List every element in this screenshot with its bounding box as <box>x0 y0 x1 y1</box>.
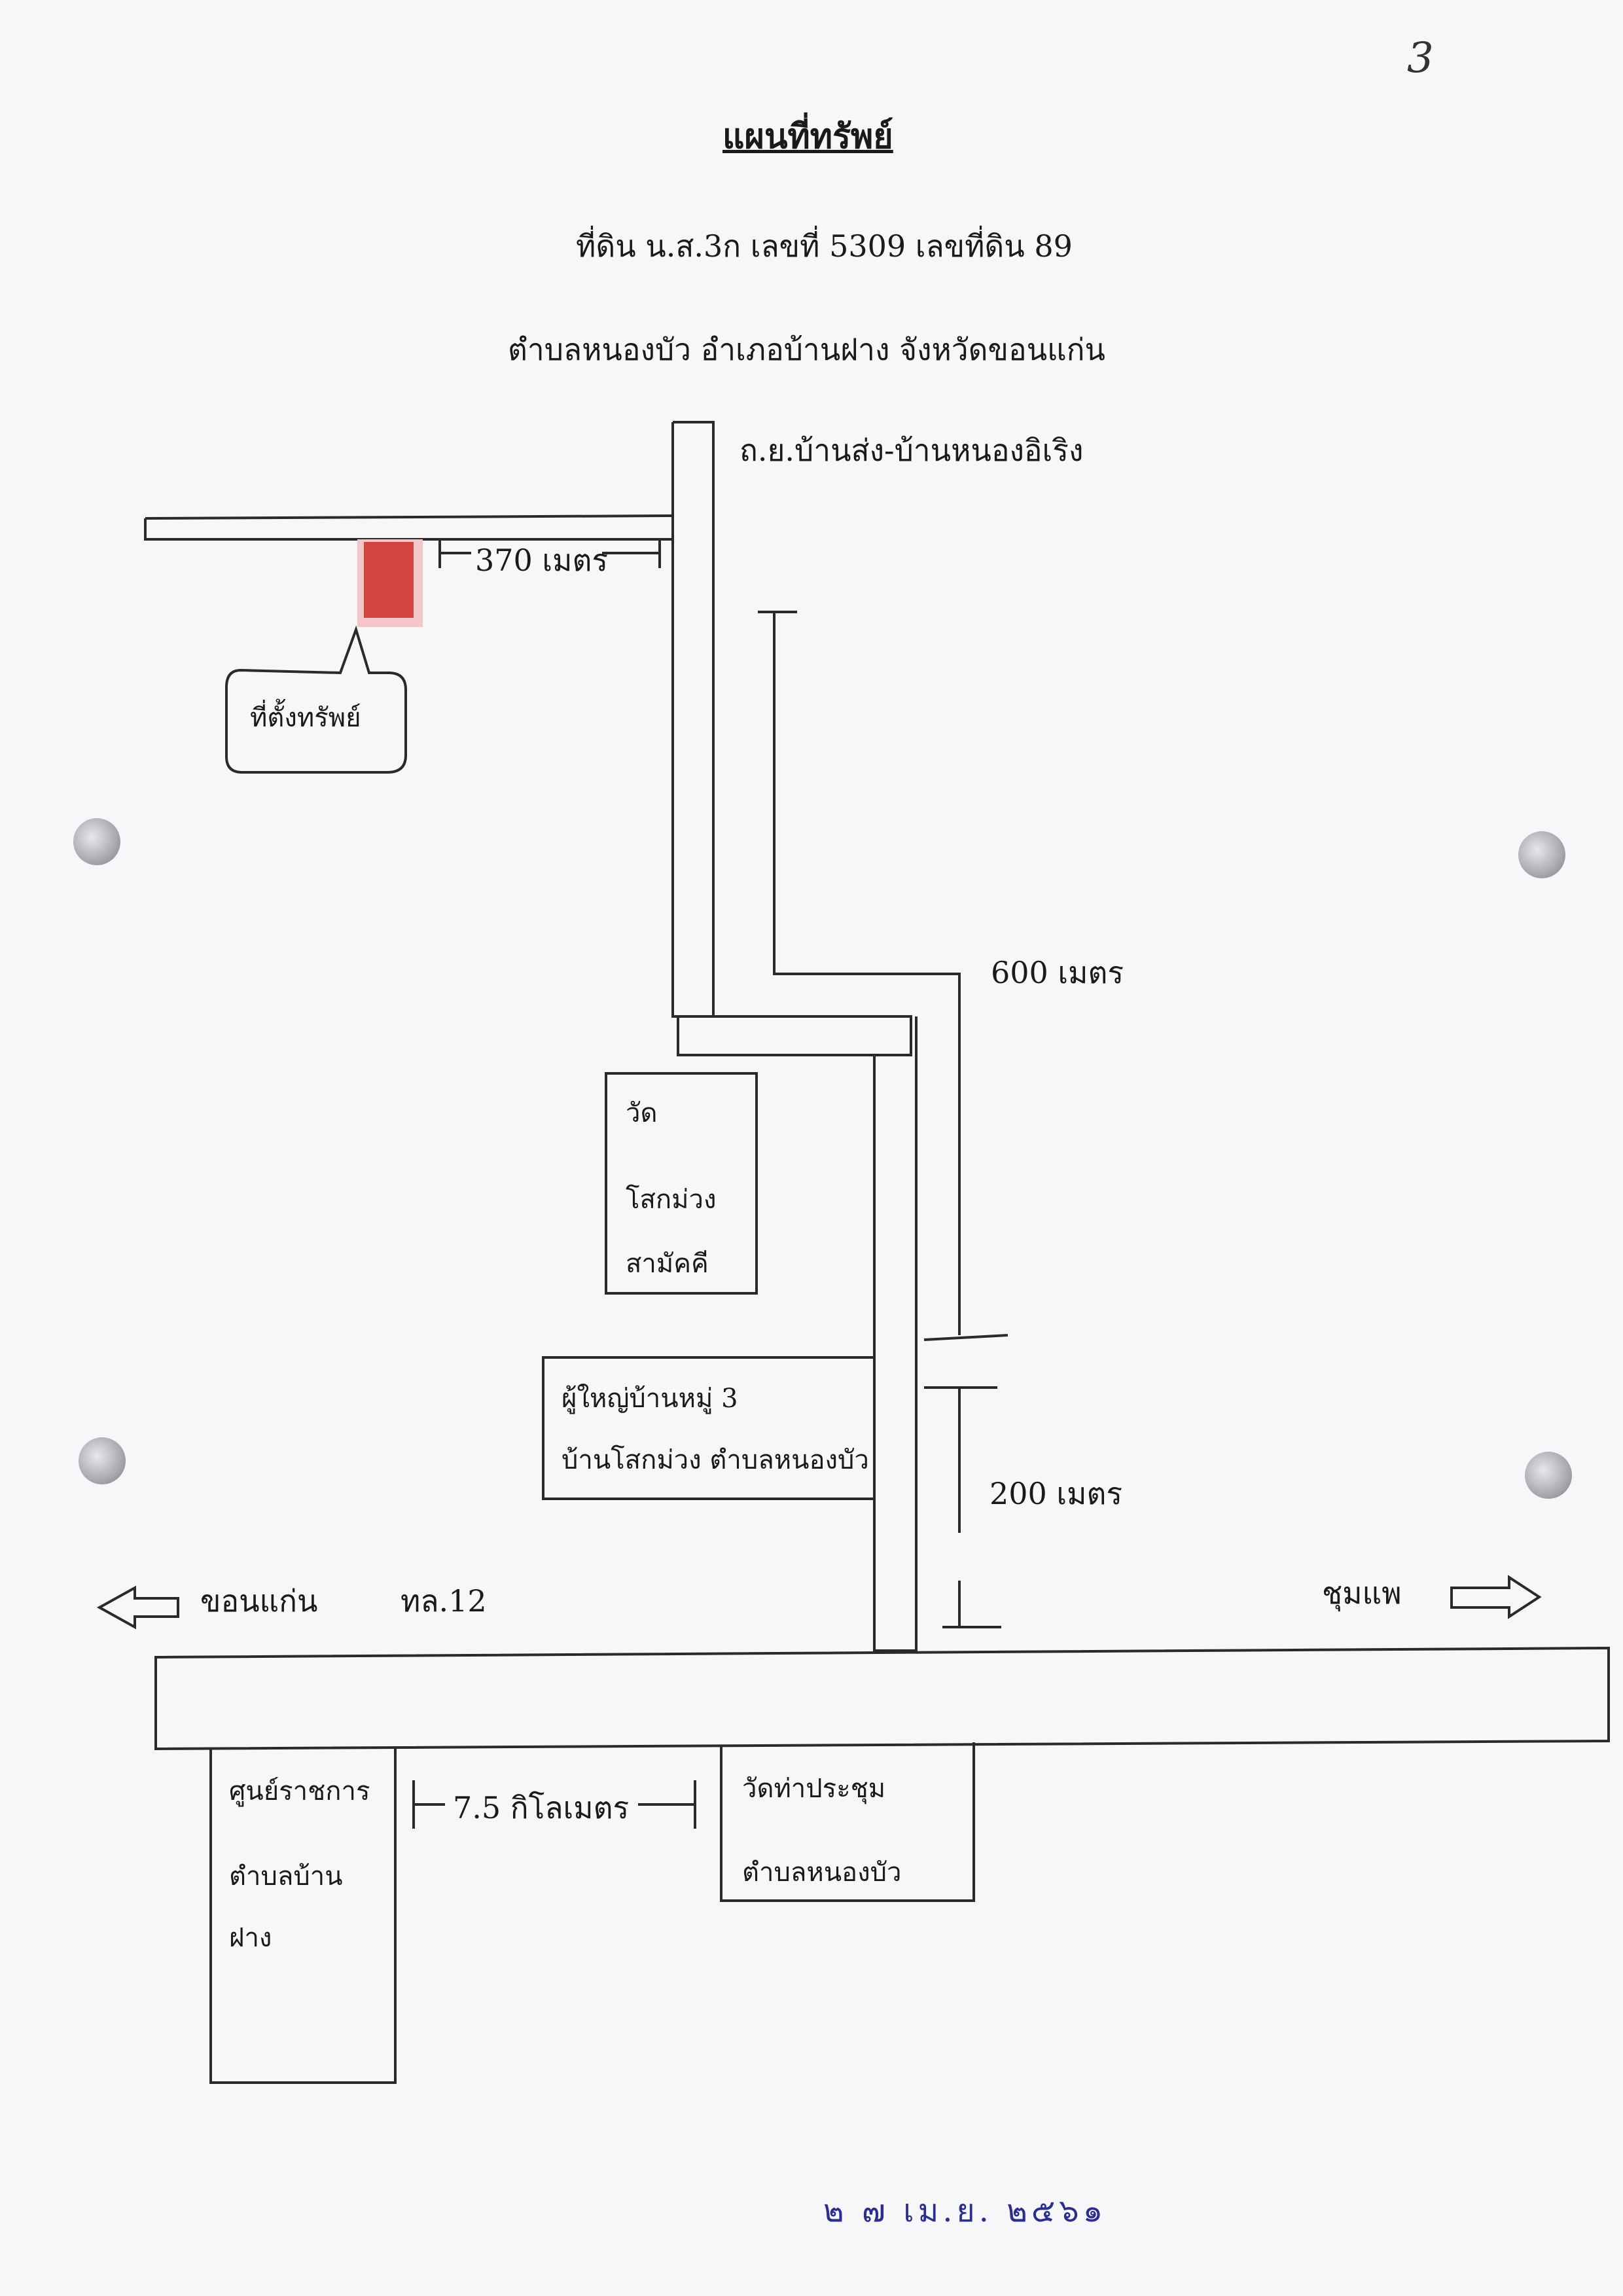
connector-road <box>677 1015 912 1056</box>
property-callout-label: ที่ตั้งทรัพย์ <box>250 703 361 733</box>
distance-600-label: 600 เมตร <box>991 955 1124 990</box>
date-stamp: ๒ ๗ เม.ย. ๒๕๖๑ <box>823 2193 1107 2229</box>
east-city-label: ชุมแพ <box>1322 1575 1402 1611</box>
temple-south-label-1: วัดท่าประชุม <box>742 1774 886 1804</box>
distance-7-5-label: 7.5 กิโลเมตร <box>453 1790 630 1825</box>
page-number: 3 <box>1407 34 1434 82</box>
office-box-outline <box>209 1748 397 2084</box>
temple-label-2: โสกม่วง <box>626 1185 717 1215</box>
road-north-label: ถ.ย.บ้านส่ง-บ้านหนองอิเริง <box>740 433 1084 468</box>
headman-label-2: บ้านโสกม่วง ตำบลหนองบัว <box>562 1445 869 1475</box>
headman-label-1: ผู้ใหญ่บ้านหมู่ 3 <box>562 1384 738 1414</box>
west-road <box>144 514 674 541</box>
office-label-2: ตำบลบ้าน <box>229 1861 343 1892</box>
temple-box-outline <box>605 1072 758 1295</box>
distance-370-label: 370 เมตร <box>475 543 609 578</box>
office-label-3: ฝาง <box>229 1923 272 1953</box>
temple-south-box-outline <box>720 1742 975 1902</box>
temple-label-3: สามัคคี <box>626 1249 709 1279</box>
location-line: ตำบลหนองบัว อำเภอบ้านฝาง จังหวัดขอนแก่น <box>508 332 1105 367</box>
west-city-label: ขอนแก่น <box>200 1583 318 1619</box>
temple-label-1: วัด <box>626 1098 658 1128</box>
west-arrow-icon <box>96 1585 179 1630</box>
page-title: แผนที่ทรัพย์ <box>722 117 893 156</box>
temple-south-label-2: ตำบลหนองบัว <box>742 1857 902 1888</box>
headman-box-outline <box>542 1356 876 1500</box>
highway-label: ทล.12 <box>401 1583 487 1619</box>
callout-bubble <box>225 625 407 774</box>
east-arrow-icon <box>1450 1575 1542 1619</box>
office-label-1: ศูนย์ราชการ <box>229 1776 370 1806</box>
highway-road <box>154 1646 1610 1751</box>
road-to-highway <box>873 1016 918 1652</box>
binder-hole <box>73 818 120 865</box>
north-south-road <box>671 421 715 1018</box>
binder-hole <box>1525 1452 1572 1499</box>
binder-hole <box>1518 831 1565 878</box>
land-deed-line: ที่ดิน น.ส.3ก เลขที่ 5309 เลขที่ดิน 89 <box>576 228 1073 264</box>
binder-hole <box>79 1437 126 1484</box>
distance-200-label: 200 เมตร <box>990 1476 1123 1511</box>
